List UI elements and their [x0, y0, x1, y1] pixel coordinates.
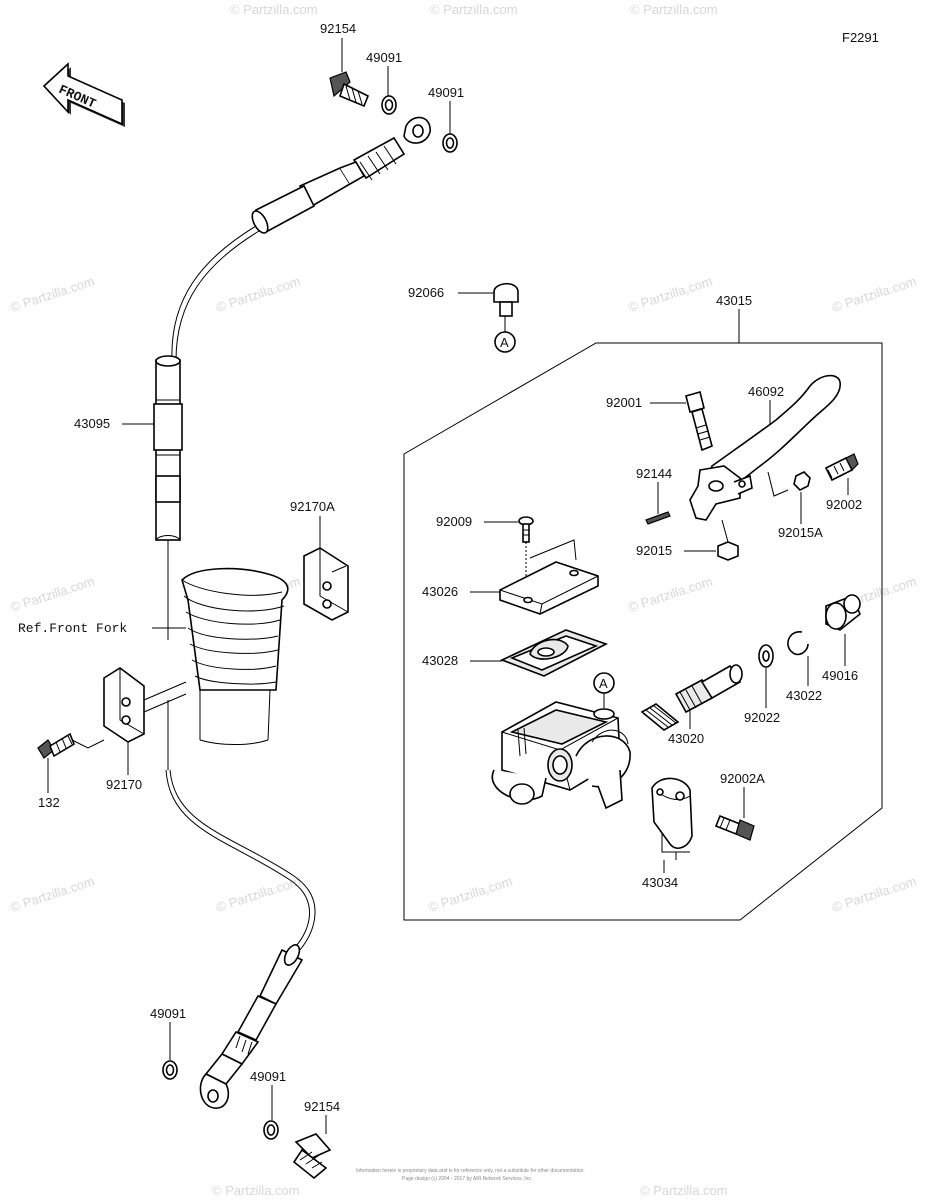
part-number-46092: 46092: [748, 384, 784, 399]
hose-top-fitting: [251, 116, 431, 234]
watermark: © Partzilla.com: [212, 1183, 300, 1198]
bracket-92170: [103, 667, 187, 743]
watermark: © Partzilla.com: [630, 2, 718, 17]
master-cylinder-body: [491, 701, 631, 810]
bracket-92170A: [303, 547, 349, 621]
part-number-43022: 43022: [786, 688, 822, 703]
hose-bottom-fitting: [199, 944, 304, 1109]
brake-hose: [153, 355, 183, 541]
reservoir-cap: [499, 561, 599, 615]
part-number-92009: 92009: [436, 514, 472, 529]
front-fork-boot: [181, 567, 289, 745]
part-number-92002A: 92002A: [720, 771, 765, 786]
part-number-43020: 43020: [668, 731, 704, 746]
top-banjo-bolt: [329, 71, 370, 108]
brake-line-upper: [171, 225, 257, 361]
part-number-43028: 43028: [422, 653, 458, 668]
diagram-code: F2291: [842, 30, 879, 45]
watermark: © Partzilla.com: [426, 874, 514, 915]
part-number-92001: 92001: [606, 395, 642, 410]
part-number-92170A: 92170A: [290, 499, 335, 514]
part-number-43034: 43034: [642, 875, 678, 890]
part-number-92154-top: 92154: [320, 21, 356, 36]
watermark: © Partzilla.com: [830, 274, 918, 315]
part-number-92170: 92170: [106, 777, 142, 792]
brake-line-lower: [165, 769, 310, 947]
watermark: © Partzilla.com: [230, 2, 318, 17]
part-number-43095: 43095: [74, 416, 110, 431]
dust-boot: [825, 594, 861, 631]
callout-a-top-label: A: [500, 335, 509, 350]
front-arrow-icon: FRONT: [42, 62, 125, 127]
watermark: © Partzilla.com: [8, 874, 96, 915]
pin: [645, 511, 671, 525]
part-number-43015: 43015: [716, 293, 752, 308]
pivot-bolt: [685, 391, 713, 452]
diaphragm: [499, 629, 609, 677]
watermark: © Partzilla.com: [8, 274, 96, 315]
nut-92015: [717, 541, 739, 561]
bottom-banjo-bolt: [292, 1133, 332, 1180]
callout-a-bottom-label: A: [599, 676, 608, 691]
bolt-132: [37, 732, 75, 759]
part-number-49091-top-1: 49091: [366, 50, 402, 65]
part-number-49091-top-2: 49091: [428, 85, 464, 100]
master-cylinder-group-box: [403, 342, 883, 921]
watermark: © Partzilla.com: [626, 274, 714, 315]
callout-a-top: [494, 331, 516, 353]
part-number-49016: 49016: [822, 668, 858, 683]
part-number-92144: 92144: [636, 466, 672, 481]
circlip: [787, 631, 809, 656]
part-number-92154-bottom: 92154: [304, 1099, 340, 1114]
ref-front-fork-label: Ref.Front Fork: [18, 621, 127, 636]
part-number-132: 132: [38, 795, 60, 810]
part-number-92002: 92002: [826, 497, 862, 512]
watermark: © Partzilla.com: [626, 574, 714, 615]
part-number-92015A: 92015A: [778, 525, 823, 540]
watermark: © Partzilla.com: [8, 574, 96, 615]
handlebar-clamp: [651, 777, 693, 849]
footer-line-1: Information herein is proprietary data a…: [356, 1168, 585, 1174]
part-number-49091-bottom-1: 49091: [150, 1006, 186, 1021]
part-number-92066: 92066: [408, 285, 444, 300]
part-number-92015: 92015: [636, 543, 672, 558]
cap-screw: [518, 516, 534, 543]
piston-assembly: [640, 664, 743, 731]
bolt-92066: [493, 282, 519, 317]
watermarks: © Partzilla.com © Partzilla.com © Partzi…: [8, 2, 918, 1198]
watermark: © Partzilla.com: [640, 1183, 728, 1198]
part-number-92022: 92022: [744, 710, 780, 725]
watermark: © Partzilla.com: [830, 874, 918, 915]
brake-lever: [689, 374, 841, 521]
part-number-43026: 43026: [422, 584, 458, 599]
nut-92015A: [793, 471, 811, 491]
watermark: © Partzilla.com: [214, 274, 302, 315]
part-number-49091-bottom-2: 49091: [250, 1069, 286, 1084]
footer-line-2: Page design (c) 2004 - 2017 by ARI Netwo…: [402, 1176, 532, 1182]
watermark: © Partzilla.com: [430, 2, 518, 17]
adjuster-screw: [824, 453, 859, 482]
part-labels: 92154 49091 49091 43095 92066 43015 9200…: [18, 21, 862, 1134]
clamp-bolt: [714, 814, 755, 841]
